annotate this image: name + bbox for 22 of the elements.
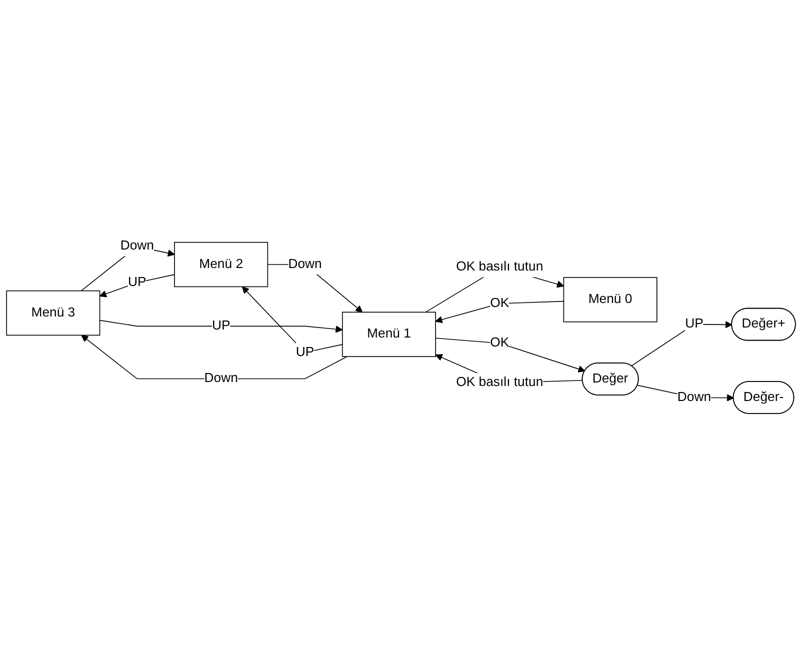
edge-label: OK basılı tutun bbox=[456, 376, 544, 390]
arrow bbox=[81, 335, 348, 380]
node-box: Menü 0 bbox=[563, 278, 658, 323]
edge-label: Down bbox=[677, 390, 712, 405]
arrow bbox=[435, 301, 564, 324]
edge-label: UP bbox=[296, 346, 314, 360]
edge-label: UP bbox=[685, 317, 704, 332]
edge-label: OK basılı tutun bbox=[456, 260, 544, 274]
arrow bbox=[631, 322, 732, 367]
arrow bbox=[99, 320, 343, 334]
edge-label: OK bbox=[490, 296, 510, 311]
edge-label: Down bbox=[288, 258, 322, 272]
edge-label: UP bbox=[128, 276, 146, 290]
arrow bbox=[242, 286, 343, 354]
edge-label: OK bbox=[490, 336, 510, 350]
edge-label: Down bbox=[120, 239, 154, 254]
edge-label: Down bbox=[204, 372, 238, 386]
node-box: Menü 2 bbox=[174, 242, 268, 288]
node-box: Menü 3 bbox=[6, 290, 100, 336]
edge-label: UP bbox=[212, 319, 230, 334]
arrow bbox=[435, 338, 586, 373]
node-box: Menü 1 bbox=[342, 312, 436, 358]
